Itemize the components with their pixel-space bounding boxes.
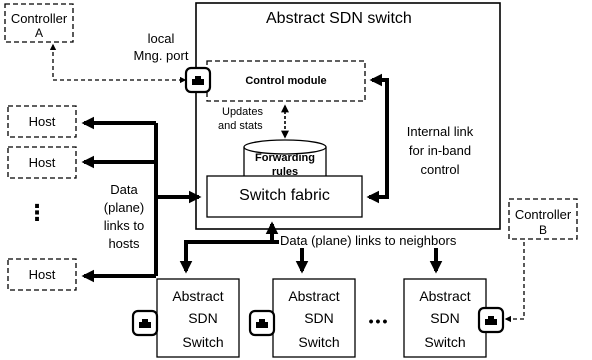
host-label-3: Host — [28, 267, 56, 282]
neighbor-switch-box-1 — [156, 278, 240, 358]
controller-a-label-2: A — [34, 26, 43, 40]
controller-b-mgmt-link — [504, 242, 525, 323]
mgmt-port-label-2: Mng. port — [133, 48, 189, 63]
controller-b-label-2: B — [538, 223, 547, 237]
host-label-1: Host — [28, 114, 56, 129]
host-box-3 — [7, 258, 77, 291]
data-links-hosts-label-1: Data — [110, 182, 138, 197]
neighbor-switch-2-label-3: Switch — [298, 334, 340, 350]
forwarding-rules-label-1: Forwarding — [255, 152, 315, 164]
host-ellipsis: ⋮ — [26, 200, 48, 225]
neighbor-switch-3-label-2: SDN — [430, 310, 460, 326]
neighbor-switch-1-label-3: Switch — [182, 334, 224, 350]
controller-b-box — [508, 198, 578, 240]
host-data-links — [81, 116, 202, 283]
neighbor-ellipsis: ••• — [368, 313, 390, 329]
neighbor-switch-2-label-2: SDN — [304, 310, 334, 326]
internal-link-label-2: for in-band — [408, 143, 472, 158]
forwarding-rules-label-2: rules — [271, 166, 299, 178]
controller-b-label-1: Controller — [514, 207, 572, 222]
data-links-neighbors-label: Data (plane) links to neighbors — [279, 233, 458, 248]
host-box-1 — [7, 105, 77, 138]
neighbor-switch-2-label-1: Abstract — [288, 288, 340, 304]
control-module-label: Control module — [245, 75, 327, 87]
switch-fabric-box — [206, 175, 363, 218]
controller-a-box — [4, 3, 74, 43]
host-box-2 — [7, 146, 77, 179]
data-links-hosts-label-3: links to — [103, 218, 145, 233]
internal-inband-link — [366, 73, 389, 204]
data-links-hosts-label-4: hosts — [108, 236, 140, 251]
internal-link-label-3: control — [420, 162, 460, 177]
neighbor-switch-1-label-2: SDN — [188, 310, 218, 326]
host-label-2: Host — [28, 155, 56, 170]
neighbor-switch-box-2 — [272, 278, 356, 358]
mgmt-port-icon — [184, 66, 212, 94]
neighbor-3-port-icon — [477, 306, 505, 334]
main-switch-title: Abstract SDN switch — [266, 10, 412, 27]
internal-link-label-1: Internal link — [406, 124, 474, 139]
neighbor-2-port-icon — [248, 309, 276, 337]
switch-fabric-label: Switch fabric — [239, 187, 330, 204]
mgmt-port-label-1: local — [147, 31, 175, 46]
updates-stats-label-2: and stats — [218, 120, 263, 132]
controller-a-label-1: Controller — [10, 11, 68, 26]
main-switch-box — [195, 2, 501, 230]
neighbor-switch-1-label-1: Abstract — [172, 288, 224, 304]
controller-a-mgmt-link — [49, 43, 187, 84]
neighbor-switch-3-label-3: Switch — [424, 334, 466, 350]
neighbor-switch-3-label-1: Abstract — [419, 288, 471, 304]
neighbor-1-port-icon — [131, 309, 159, 337]
updates-stats-label-1: Updates — [222, 106, 263, 118]
data-links-hosts-label-2: (plane) — [103, 200, 145, 215]
